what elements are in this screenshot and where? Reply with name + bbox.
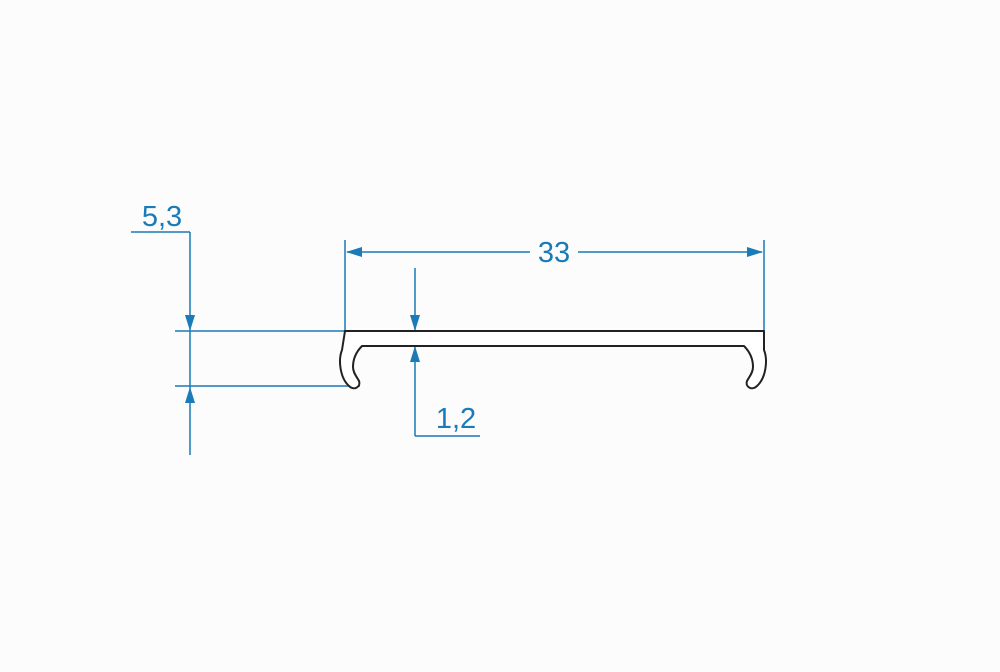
thickness-dimension: 1,2 xyxy=(410,268,476,436)
width-dimension: 33 xyxy=(346,237,763,269)
thickness-label: 1,2 xyxy=(436,403,476,435)
height-dimension: 5,3 xyxy=(142,201,195,455)
height-label: 5,3 xyxy=(142,201,182,233)
profile-outline xyxy=(339,330,767,390)
width-label: 33 xyxy=(538,237,570,269)
extension-lines xyxy=(131,231,765,437)
